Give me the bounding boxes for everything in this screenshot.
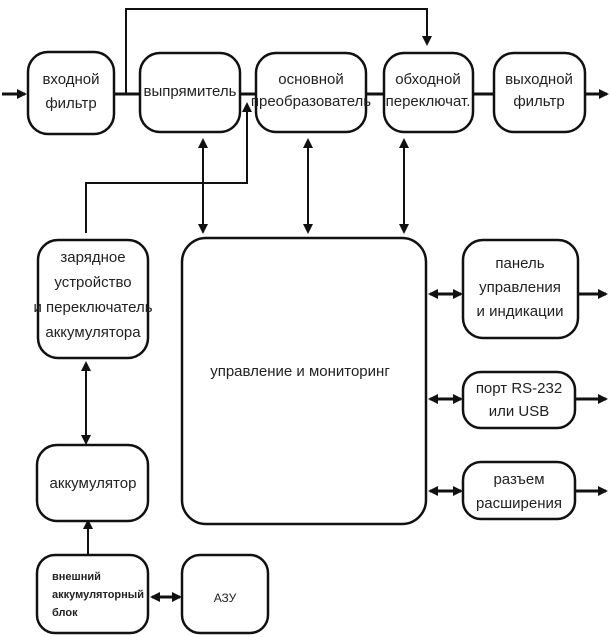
panel-line-1: панель — [495, 255, 544, 272]
charger-line-1: зарядное — [60, 249, 125, 266]
block-expansion: разъем расширения — [461, 460, 577, 521]
block-port: порт RS-232 или USB — [461, 370, 577, 430]
arrow-bypass-feed — [125, 8, 432, 94]
control-monitoring-label: управление и мониторинг — [210, 363, 390, 380]
block-charger: зарядное устройство и переключатель акку… — [33, 238, 153, 360]
ext-battery-line-3: блок — [52, 607, 78, 619]
block-ext-battery: внешний аккумуляторный блок — [35, 553, 150, 635]
input-filter-line-1: входной — [42, 71, 99, 88]
panel-line-2: управления — [479, 279, 561, 296]
output-filter-line-2: фильтр — [513, 93, 564, 110]
block-azu: АЗУ — [180, 553, 270, 635]
block-main-converter: основной преобразователь — [251, 51, 371, 134]
bypass-switch-line-1: обходной — [395, 71, 461, 88]
block-output-filter: выходной фильтр — [492, 51, 587, 134]
bypass-switch-line-2: переключат. — [386, 93, 471, 110]
expansion-line-2: расширения — [476, 495, 562, 512]
azu-label: АЗУ — [214, 591, 237, 605]
charger-line-3: и переключатель — [33, 299, 152, 316]
panel-line-3: и индикации — [477, 303, 564, 320]
output-filter-line-1: выходной — [505, 71, 573, 88]
input-filter-line-2: фильтр — [45, 95, 96, 112]
arrow-charger-to-converter — [85, 102, 252, 233]
block-rectifier: выпрямитель — [138, 51, 242, 134]
ext-battery-line-2: аккумуляторный — [52, 589, 144, 601]
block-control-panel: панель управления и индикации — [461, 238, 580, 340]
block-control-monitoring: управление и мониторинг — [180, 236, 428, 526]
rectifier-label: выпрямитель — [144, 83, 237, 100]
connections — [2, 8, 609, 602]
port-line-1: порт RS-232 — [476, 380, 562, 397]
charger-line-2: устройство — [54, 274, 131, 291]
charger-line-4: аккумулятора — [45, 324, 141, 341]
block-bypass-switch: обходной переключат. — [382, 51, 475, 134]
main-converter-line-1: основной — [278, 71, 343, 88]
port-line-2: или USB — [489, 403, 550, 420]
ext-battery-line-1: внешний — [52, 571, 101, 583]
expansion-line-1: разъем — [493, 471, 544, 488]
battery-label: аккумулятор — [50, 475, 137, 492]
main-converter-line-2: преобразователь — [251, 93, 371, 110]
block-battery: аккумулятор — [35, 443, 150, 523]
block-input-filter: входной фильтр — [26, 50, 116, 136]
